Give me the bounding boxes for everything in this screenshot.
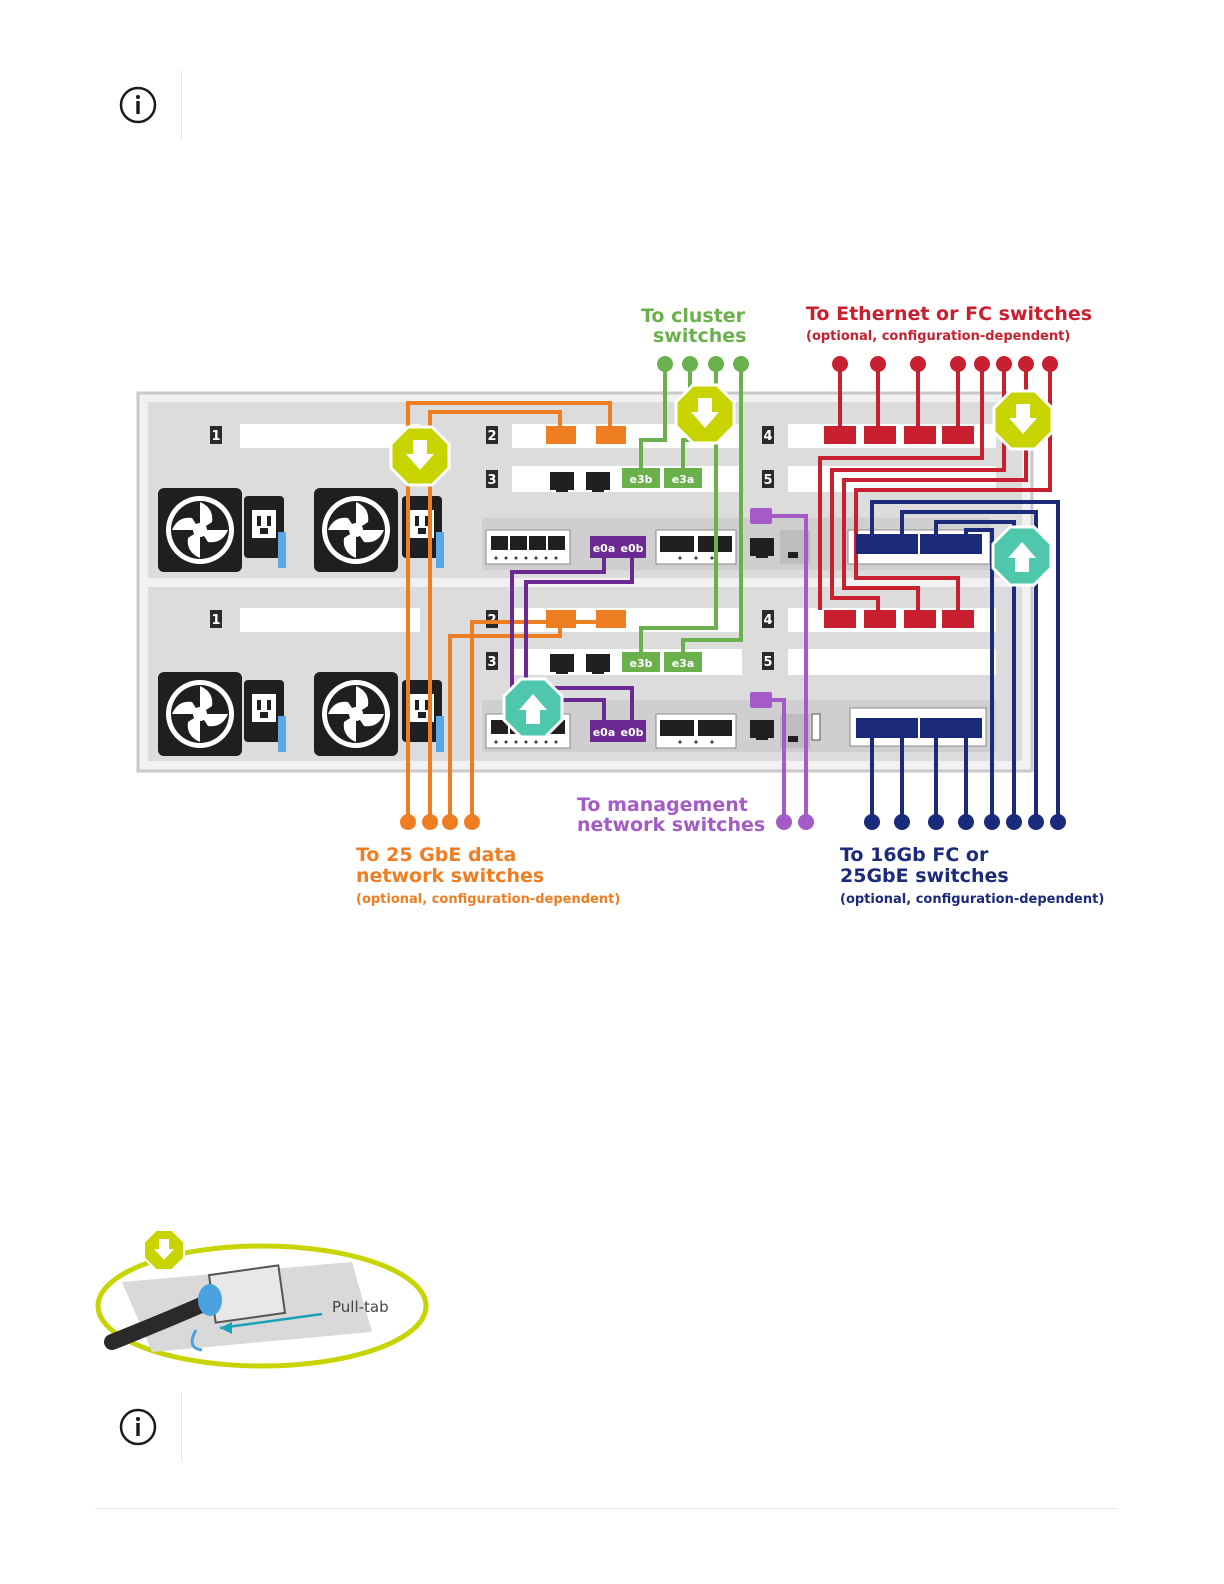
info-icon — [119, 1408, 157, 1446]
arrow-down-icon — [674, 383, 736, 445]
info-note-bottom — [95, 1392, 1117, 1462]
arrow-down-icon — [992, 389, 1054, 451]
interconnect-cables — [510, 554, 634, 720]
svg-text:e0a: e0a — [593, 726, 616, 739]
mgmt-cables — [770, 514, 808, 822]
fc-connectors — [856, 534, 1066, 830]
svg-text:e3a: e3a — [672, 657, 695, 670]
svg-text:e3a: e3a — [672, 473, 695, 486]
management-label: To management network switches — [577, 794, 765, 836]
arrow-down-icon — [143, 1229, 185, 1271]
svg-text:(optional, configuration-depen: (optional, configuration-dependent) — [840, 892, 1104, 907]
mgmt-cable-ends — [750, 508, 814, 830]
svg-text:1: 1 — [211, 613, 220, 628]
svg-text:e0b: e0b — [621, 542, 644, 555]
svg-text:5: 5 — [763, 473, 772, 488]
svg-text:4: 4 — [763, 613, 772, 628]
svg-text:e3b: e3b — [630, 473, 653, 486]
cluster-label: To cluster switches — [641, 305, 746, 347]
svg-text:(optional, configuration-depen: (optional, configuration-dependent) — [356, 892, 620, 907]
svg-text:network switches: network switches — [356, 865, 544, 887]
arrow-up-icon — [991, 525, 1053, 587]
svg-text:(optional, configuration-depen: (optional, configuration-dependent) — [806, 329, 1070, 344]
svg-text:To management: To management — [577, 794, 748, 816]
note-divider — [181, 1392, 182, 1462]
svg-text:e3b: e3b — [630, 657, 653, 670]
info-note-top — [95, 70, 1117, 140]
cluster-cables — [639, 364, 743, 652]
svg-text:2: 2 — [487, 429, 496, 444]
fc-cables — [870, 500, 1060, 822]
data-network-label: To 25 GbE data network switches (optiona… — [356, 844, 620, 907]
pull-tab-label: Pull-tab — [332, 1298, 389, 1316]
svg-text:e0a: e0a — [593, 542, 616, 555]
svg-text:3: 3 — [487, 655, 496, 670]
pull-tab-illustration: Pull-tab — [95, 1229, 429, 1369]
fc-label: To 16Gb FC or 25GbE switches (optional, … — [840, 844, 1104, 907]
port-labels: e3b e3a e3b e3a e0a e0b e0a e0b — [593, 468, 702, 739]
data-cable-connectors — [400, 426, 626, 830]
svg-text:network switches: network switches — [577, 814, 765, 836]
svg-text:4: 4 — [763, 429, 772, 444]
ethernet-fc-label: To Ethernet or FC switches (optional, co… — [806, 303, 1092, 344]
svg-text:3: 3 — [487, 473, 496, 488]
cabling-diagram: To cluster switches To Ethernet or FC sw… — [136, 303, 1104, 907]
svg-text:5: 5 — [763, 655, 772, 670]
svg-text:To cluster: To cluster — [641, 305, 746, 327]
svg-text:25GbE switches: 25GbE switches — [840, 865, 1009, 887]
cluster-cable-ends — [657, 356, 749, 372]
svg-text:switches: switches — [653, 325, 746, 347]
ethernet-fc-connectors — [824, 356, 1058, 628]
svg-text:To 25 GbE data: To 25 GbE data — [356, 844, 516, 866]
svg-text:1: 1 — [211, 429, 220, 444]
svg-text:To Ethernet or FC switches: To Ethernet or FC switches — [806, 303, 1092, 325]
svg-text:e0b: e0b — [621, 726, 644, 739]
info-icon — [119, 86, 157, 124]
arrow-up-icon — [502, 677, 564, 739]
note-divider — [181, 70, 182, 140]
arrow-down-icon — [389, 425, 451, 487]
svg-text:To 16Gb FC or: To 16Gb FC or — [840, 844, 989, 866]
footer-divider — [95, 1508, 1117, 1509]
